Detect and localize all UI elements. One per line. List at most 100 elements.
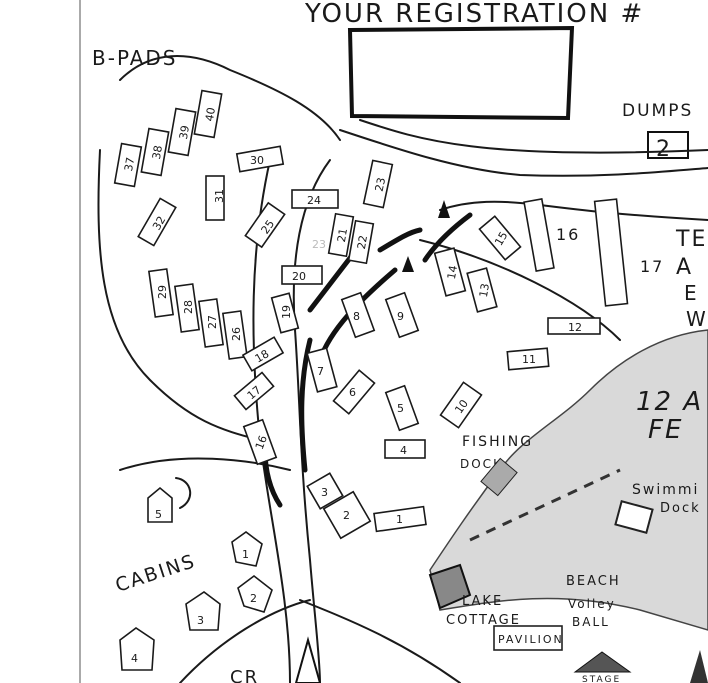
lake	[429, 329, 708, 631]
pad-29[interactable]: 27	[197, 298, 225, 348]
svg-text:39: 39	[177, 124, 192, 140]
pad-20[interactable]: 18	[241, 336, 285, 372]
pad-37[interactable]: 37	[113, 142, 143, 188]
svg-text:19: 19	[280, 305, 293, 319]
cabin-2[interactable]: 2	[237, 574, 273, 613]
dock-path	[469, 468, 621, 542]
pad-25[interactable]: 23	[362, 159, 394, 209]
pad-9[interactable]: 9	[384, 291, 420, 339]
pad-13[interactable]: 13	[466, 267, 498, 313]
svg-text:26: 26	[230, 327, 243, 341]
cabin-3[interactable]: 3	[185, 591, 221, 631]
pad-21[interactable]: 19	[270, 292, 300, 334]
pad-7[interactable]: 7	[306, 347, 338, 393]
svg-text:1: 1	[396, 513, 403, 526]
swim-dock-label-2: Dock	[660, 501, 701, 516]
pad-26[interactable]: 24	[291, 189, 339, 209]
lake-cottage-label-1: LAKE	[462, 594, 503, 609]
pad-23[interactable]: 21	[327, 212, 355, 258]
pad-16[interactable]: 1616	[523, 198, 580, 272]
svg-text:38: 38	[150, 144, 165, 160]
svg-text:3: 3	[197, 614, 204, 627]
right-label-4: W	[686, 307, 708, 331]
svg-text:2: 2	[343, 509, 350, 522]
svg-text:7: 7	[317, 365, 324, 378]
pad-34[interactable]: 32	[137, 197, 177, 247]
pad-22[interactable]: 20	[281, 265, 323, 285]
ghost-mark: 23	[312, 238, 326, 251]
road-mark-3	[422, 212, 473, 263]
pad-1[interactable]: 1	[373, 505, 427, 533]
pad-38[interactable]: 38	[140, 127, 170, 177]
pad-18[interactable]: 16	[242, 418, 278, 466]
svg-text:16: 16	[556, 225, 580, 244]
road-right	[439, 200, 708, 221]
pad-31[interactable]: 29	[147, 268, 175, 318]
svg-text:4: 4	[131, 652, 138, 665]
pad-3[interactable]: 3	[306, 472, 344, 510]
registration-box[interactable]	[347, 25, 575, 121]
pad-5[interactable]: 5	[384, 384, 420, 432]
road-bottom	[299, 599, 461, 683]
svg-text:11: 11	[522, 353, 536, 366]
stage-roof-icon	[573, 651, 632, 673]
svg-text:18: 18	[253, 347, 272, 365]
svg-text:21: 21	[335, 227, 350, 243]
pad-14[interactable]: 14	[433, 247, 467, 297]
pad-39[interactable]: 39	[167, 107, 197, 157]
pad-10[interactable]: 10	[439, 381, 483, 429]
pad-30[interactable]: 28	[173, 283, 201, 333]
pad-28[interactable]: 26	[221, 310, 249, 360]
tree-icon	[690, 650, 708, 683]
svg-text:2: 2	[250, 592, 257, 605]
svg-text:20: 20	[292, 270, 306, 283]
svg-text:1: 1	[242, 548, 249, 561]
road-left-loop	[97, 149, 261, 441]
pad-8[interactable]: 8	[340, 291, 376, 339]
pad-11[interactable]: 11	[506, 347, 550, 371]
fishing-dock-label-1: FISHING	[462, 434, 533, 450]
pad-4[interactable]: 4	[384, 439, 426, 459]
pad-15[interactable]: 15	[478, 215, 522, 261]
road-left-low	[119, 457, 291, 471]
fishing-dock-label-2: DOCK	[460, 457, 503, 471]
svg-text:12: 12	[568, 321, 582, 334]
pad-6[interactable]: 6	[332, 369, 376, 415]
pad-27[interactable]: 25	[244, 201, 286, 249]
svg-text:14: 14	[445, 264, 460, 280]
svg-text:40: 40	[203, 106, 218, 122]
road-arrow-2	[402, 256, 414, 272]
cabin-5[interactable]: 5	[147, 477, 191, 523]
svg-text:13: 13	[477, 282, 492, 298]
pad-40[interactable]: 40	[193, 89, 223, 139]
pad-19[interactable]: 17	[233, 371, 275, 411]
right-label-2: A	[676, 255, 693, 280]
svg-text:15: 15	[492, 229, 510, 248]
dumpster-number: 2	[656, 137, 672, 162]
pad-24[interactable]: 22	[347, 219, 375, 265]
map-title: YOUR REGISTRATION #	[304, 0, 644, 29]
svg-text:6: 6	[349, 386, 356, 399]
acre-label-2: FE	[648, 415, 683, 445]
svg-text:4: 4	[400, 444, 407, 457]
cabins-label: CABINS	[113, 550, 199, 597]
svg-text:32: 32	[150, 214, 168, 233]
beach-label: BEACH	[566, 574, 621, 589]
dumpster-label: DUMPS	[622, 101, 693, 121]
pad-33[interactable]: 31	[205, 175, 226, 221]
road-right-b	[419, 239, 621, 341]
svg-text:37: 37	[122, 156, 137, 172]
bottom-label: CR	[230, 667, 259, 683]
svg-text:3: 3	[321, 486, 328, 499]
swim-dock-label-1: Swimmi	[632, 482, 699, 498]
cabin-4[interactable]: 4	[119, 627, 155, 671]
pad-12[interactable]: 12	[547, 317, 601, 335]
svg-text:5: 5	[397, 402, 404, 415]
svg-text:27: 27	[206, 315, 219, 329]
pad-2[interactable]: 2	[322, 490, 372, 540]
pad-32[interactable]: 30	[235, 145, 285, 173]
pad-17[interactable]: 17	[593, 198, 665, 307]
svg-text:29: 29	[156, 285, 169, 299]
lake-cottage-label-2: COTTAGE	[446, 613, 521, 628]
cabin-1[interactable]: 1	[231, 531, 263, 567]
